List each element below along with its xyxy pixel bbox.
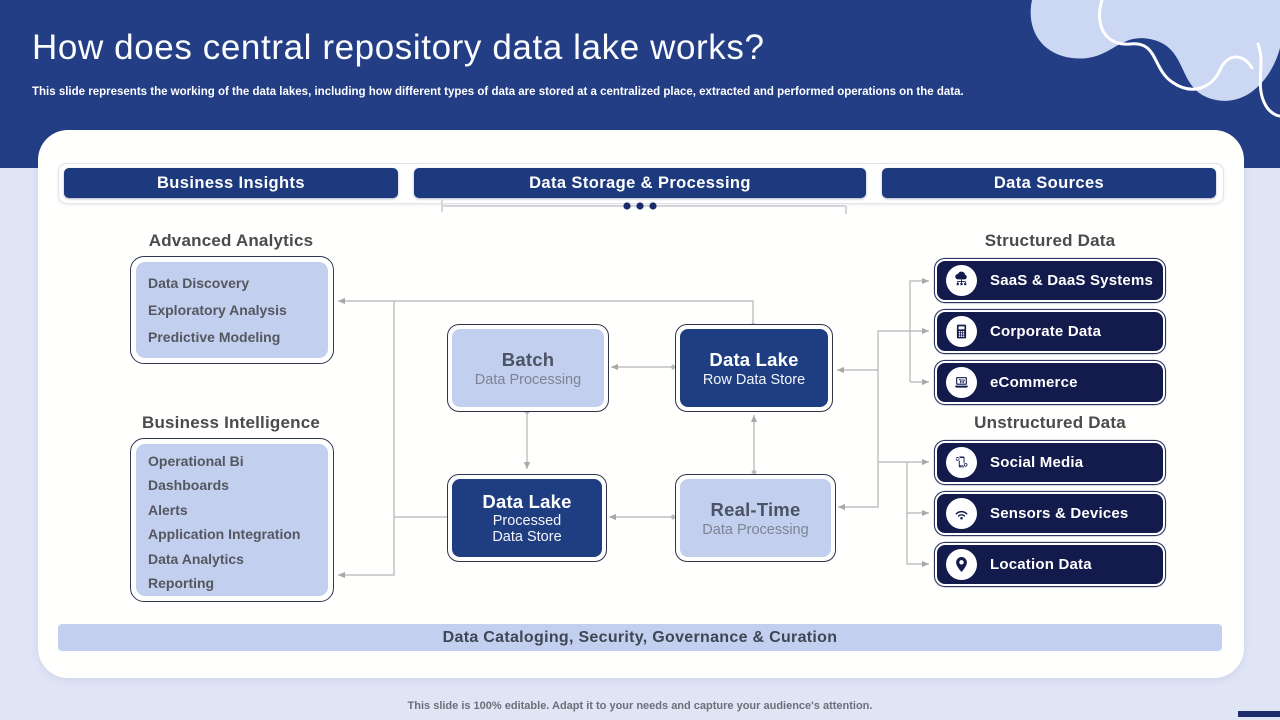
source-social-media[interactable]: Social Media <box>935 441 1165 484</box>
phone-social-icon <box>946 447 977 478</box>
tab-business-insights[interactable]: Business Insights <box>64 168 398 198</box>
source-label: Social Media <box>990 454 1084 471</box>
source-label: Sensors & Devices <box>990 505 1129 522</box>
tab-data-storage-processing[interactable]: Data Storage & Processing <box>414 168 866 198</box>
box-title: Data Lake <box>482 491 572 512</box>
heading-business-intelligence: Business Intelligence <box>141 413 321 432</box>
wifi-icon <box>946 498 977 529</box>
batch-processing-box: Batch Data Processing <box>447 324 609 412</box>
list-item: Alerts <box>148 501 188 518</box>
source-label: eCommerce <box>990 374 1078 391</box>
list-item: Data Analytics <box>148 550 244 567</box>
footer-note: This slide is 100% editable. Adapt it to… <box>407 700 873 712</box>
source-saas-daas-systems[interactable]: SaaS & DaaS Systems <box>935 259 1165 302</box>
cloud-network-icon <box>946 265 977 296</box>
heading-unstructured-data: Unstructured Data <box>974 413 1126 432</box>
source-corporate-data[interactable]: Corporate Data <box>935 310 1165 353</box>
source-label: Corporate Data <box>990 323 1102 340</box>
source-location-data[interactable]: Location Data <box>935 543 1165 586</box>
source-label: Location Data <box>990 556 1092 573</box>
box-title: Data Lake <box>709 348 799 370</box>
calculator-icon <box>946 316 977 347</box>
list-item: Reporting <box>148 575 215 592</box>
list-item: Operational Bi <box>148 453 244 469</box>
list-item: Data Discovery <box>148 275 250 291</box>
box-subtitle: Row Data Store <box>702 371 806 388</box>
data-lake-processed-box: Data Lake Processed Data Store <box>447 474 607 562</box>
list-item: Exploratory Analysis <box>148 302 287 318</box>
list-item: Predictive Modeling <box>148 329 281 345</box>
box-title: Batch <box>501 348 555 370</box>
brand-strip <box>1238 711 1280 717</box>
advanced-analytics-box: Data Discovery Exploratory Analysis Pred… <box>130 256 334 364</box>
tab-data-sources[interactable]: Data Sources <box>882 168 1216 198</box>
real-time-processing-box: Real-Time Data Processing <box>675 474 836 562</box>
business-intelligence-fill <box>136 444 328 596</box>
data-lake-row-box: Data Lake Row Data Store <box>675 324 833 412</box>
heading-advanced-analytics: Advanced Analytics <box>148 231 314 250</box>
laptop-cart-icon <box>946 367 977 398</box>
governance-bar: Data Cataloging, Security, Governance & … <box>58 624 1222 651</box>
box-subtitle: Data Processing <box>474 371 582 388</box>
list-item: Application Integration <box>148 526 301 543</box>
box-subtitle: Data Store <box>492 529 562 545</box>
source-ecommerce[interactable]: eCommerce <box>935 361 1165 404</box>
location-pin-icon <box>946 549 977 580</box>
box-subtitle: Processed <box>492 513 562 529</box>
page-subtitle: This slide represents the working of the… <box>32 86 964 98</box>
advanced-analytics-fill <box>136 262 328 358</box>
list-item: Dashboards <box>148 477 229 494</box>
page-title: How does central repository data lake wo… <box>32 28 765 67</box>
source-label: SaaS & DaaS Systems <box>990 272 1154 289</box>
box-subtitle: Data Processing <box>702 521 809 538</box>
source-sensors-devices[interactable]: Sensors & Devices <box>935 492 1165 535</box>
business-intelligence-box: Operational Bi Dashboards Alerts Applica… <box>130 438 334 602</box>
box-title: Real-Time <box>710 498 801 520</box>
heading-structured-data: Structured Data <box>984 231 1116 250</box>
